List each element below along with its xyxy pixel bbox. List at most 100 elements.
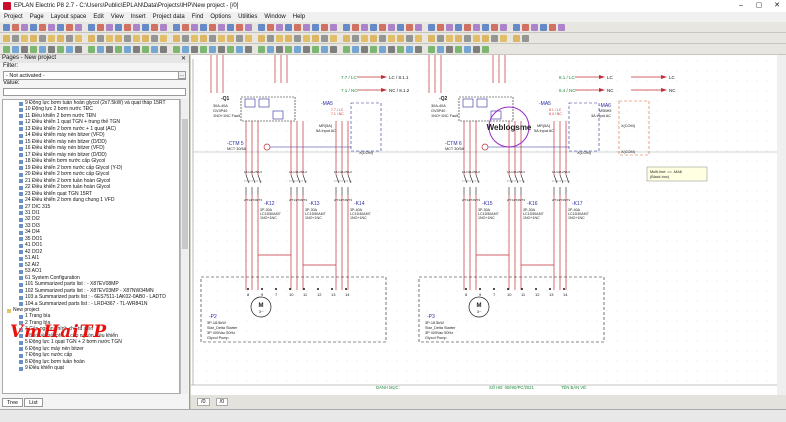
toolbar-button-icon[interactable] [294, 23, 301, 31]
toolbar-button-icon[interactable] [191, 45, 198, 53]
toolbar-button-icon[interactable] [151, 23, 158, 31]
toolbar-button-icon[interactable] [446, 34, 453, 42]
tree-page-item[interactable]: 1 Trang bìa [3, 313, 179, 319]
toolbar-button-icon[interactable] [218, 34, 225, 42]
toolbar-button-icon[interactable] [245, 23, 252, 31]
toolbar-button-icon[interactable] [285, 34, 292, 42]
tree-page-item[interactable]: 34 DI4 [3, 229, 179, 235]
tree-page-item[interactable]: 18 Điều khiển bơm nước cấp Glycol [3, 158, 179, 164]
toolbar-button-icon[interactable] [464, 45, 471, 53]
toolbar-button-icon[interactable] [57, 23, 64, 31]
toolbar-button-icon[interactable] [428, 34, 435, 42]
toolbar-button-icon[interactable] [522, 34, 529, 42]
toolbar-button-icon[interactable] [12, 34, 19, 42]
toolbar-button-icon[interactable] [464, 34, 471, 42]
menu-page[interactable]: Page [29, 14, 44, 20]
tree-page-item[interactable]: 23 Điều khiển quạt TGN 15RT [3, 191, 179, 197]
toolbar-button-icon[interactable] [200, 45, 207, 53]
tree-page-item[interactable]: 9 Động lực bơm tuần hoàn glycol (2x7.5kW… [3, 100, 179, 106]
toolbar-button-icon[interactable] [370, 23, 377, 31]
toolbar-button-icon[interactable] [437, 34, 444, 42]
toolbar-button-icon[interactable] [379, 34, 386, 42]
toolbar-button-icon[interactable] [397, 45, 404, 53]
toolbar-button-icon[interactable] [124, 23, 131, 31]
toolbar-button-icon[interactable] [142, 34, 149, 42]
toolbar-button-icon[interactable] [446, 23, 453, 31]
tree-page-item[interactable]: 21 Điều khiển 2 bơm tuần hoàn Glycol [3, 178, 179, 184]
toolbar-button-icon[interactable] [343, 23, 350, 31]
toolbar-button-icon[interactable] [267, 23, 274, 31]
toolbar-button-icon[interactable] [21, 45, 28, 53]
toolbar-button-icon[interactable] [160, 45, 167, 53]
toolbar-button-icon[interactable] [191, 23, 198, 31]
menu-window[interactable]: Window [264, 14, 286, 20]
toolbar-button-icon[interactable] [218, 45, 225, 53]
toolbar-button-icon[interactable] [276, 23, 283, 31]
toolbar-button-icon[interactable] [75, 34, 82, 42]
toolbar-button-icon[interactable] [245, 45, 252, 53]
menu-view[interactable]: View [110, 14, 124, 20]
toolbar-button-icon[interactable] [21, 23, 28, 31]
toolbar-button-icon[interactable] [522, 23, 529, 31]
toolbar-button-icon[interactable] [406, 34, 413, 42]
maximize-icon[interactable]: ▢ [755, 2, 763, 9]
toolbar-button-icon[interactable] [57, 34, 64, 42]
tree-page-item[interactable]: 24 Điều khiển 2 bơm dung chung 1 VFD [3, 197, 179, 203]
toolbar-button-icon[interactable] [482, 34, 489, 42]
toolbar-button-icon[interactable] [397, 34, 404, 42]
menu-project[interactable]: Project [4, 14, 23, 20]
tree-page-item[interactable]: 9 Điều khiển quạt [3, 365, 179, 371]
toolbar-button-icon[interactable] [3, 45, 10, 53]
toolbar-button-icon[interactable] [258, 45, 265, 53]
toolbar-button-icon[interactable] [267, 34, 274, 42]
toolbar-button-icon[interactable] [142, 23, 149, 31]
canvas-vertical-scrollbar[interactable] [777, 55, 786, 395]
toolbar-button-icon[interactable] [66, 34, 73, 42]
filter-dropdown[interactable]: - Not activated -▾ [3, 71, 186, 80]
toolbar-button-icon[interactable] [343, 34, 350, 42]
toolbar-button-icon[interactable] [321, 23, 328, 31]
tree-page-item[interactable]: 41 DO1 [3, 242, 179, 248]
toolbar-button-icon[interactable] [106, 45, 113, 53]
toolbar-button-icon[interactable] [48, 45, 55, 53]
toolbar-button-icon[interactable] [12, 45, 19, 53]
tree-folder[interactable]: New project [3, 307, 179, 313]
toolbar-button-icon[interactable] [531, 23, 538, 31]
toolbar-button-icon[interactable] [294, 45, 301, 53]
toolbar-button-icon[interactable] [88, 34, 95, 42]
tree-page-item[interactable]: 35 DO1 [3, 236, 179, 242]
toolbar-button-icon[interactable] [57, 45, 64, 53]
toolbar-button-icon[interactable] [97, 23, 104, 31]
toolbar-button-icon[interactable] [361, 45, 368, 53]
toolbar-button-icon[interactable] [415, 45, 422, 53]
toolbar-button-icon[interactable] [464, 23, 471, 31]
tree-page-item[interactable]: 8 Động lực bơm tuần hoàn [3, 359, 179, 365]
toolbar-button-icon[interactable] [370, 34, 377, 42]
tree-page-item[interactable]: 27 DIC 315 [3, 204, 179, 210]
toolbar-button-icon[interactable] [303, 45, 310, 53]
toolbar-button-icon[interactable] [3, 34, 10, 42]
toolbar-button-icon[interactable] [455, 34, 462, 42]
toolbar-button-icon[interactable] [361, 34, 368, 42]
tree-page-item[interactable]: 5 Động lực 1 quạt TGN + 2 bơm nước TGN [3, 339, 179, 345]
tree-page-item[interactable]: 103.a Summarized parts list : - 6ES7511-… [3, 294, 179, 300]
tree-scrollbar[interactable] [180, 99, 188, 394]
menu-options[interactable]: Options [210, 14, 232, 20]
toolbar-button-icon[interactable] [415, 34, 422, 42]
tree-page-item[interactable]: 10 Động lực 2 bơm nước TĐC [3, 106, 179, 112]
toolbar-button-icon[interactable] [133, 34, 140, 42]
toolbar-button-icon[interactable] [455, 23, 462, 31]
toolbar-button-icon[interactable] [321, 34, 328, 42]
toolbar-button-icon[interactable] [491, 23, 498, 31]
page-nav-right[interactable]: /0 [215, 398, 229, 406]
toolbar-button-icon[interactable] [558, 23, 565, 31]
menu-project-data[interactable]: Project data [152, 14, 185, 20]
toolbar-button-icon[interactable] [182, 45, 189, 53]
tree-page-item[interactable]: 31 DI1 [3, 210, 179, 216]
tree-page-item[interactable]: 20 Điều khiển 2 bơm nước cấp Glycol [3, 171, 179, 177]
toolbar-button-icon[interactable] [48, 34, 55, 42]
toolbar-button-icon[interactable] [276, 45, 283, 53]
toolbar-button-icon[interactable] [66, 23, 73, 31]
toolbar-button-icon[interactable] [500, 34, 507, 42]
tree-page-item[interactable]: 15 Điều khiển máy nén bitzer (D/DD) [3, 139, 179, 145]
